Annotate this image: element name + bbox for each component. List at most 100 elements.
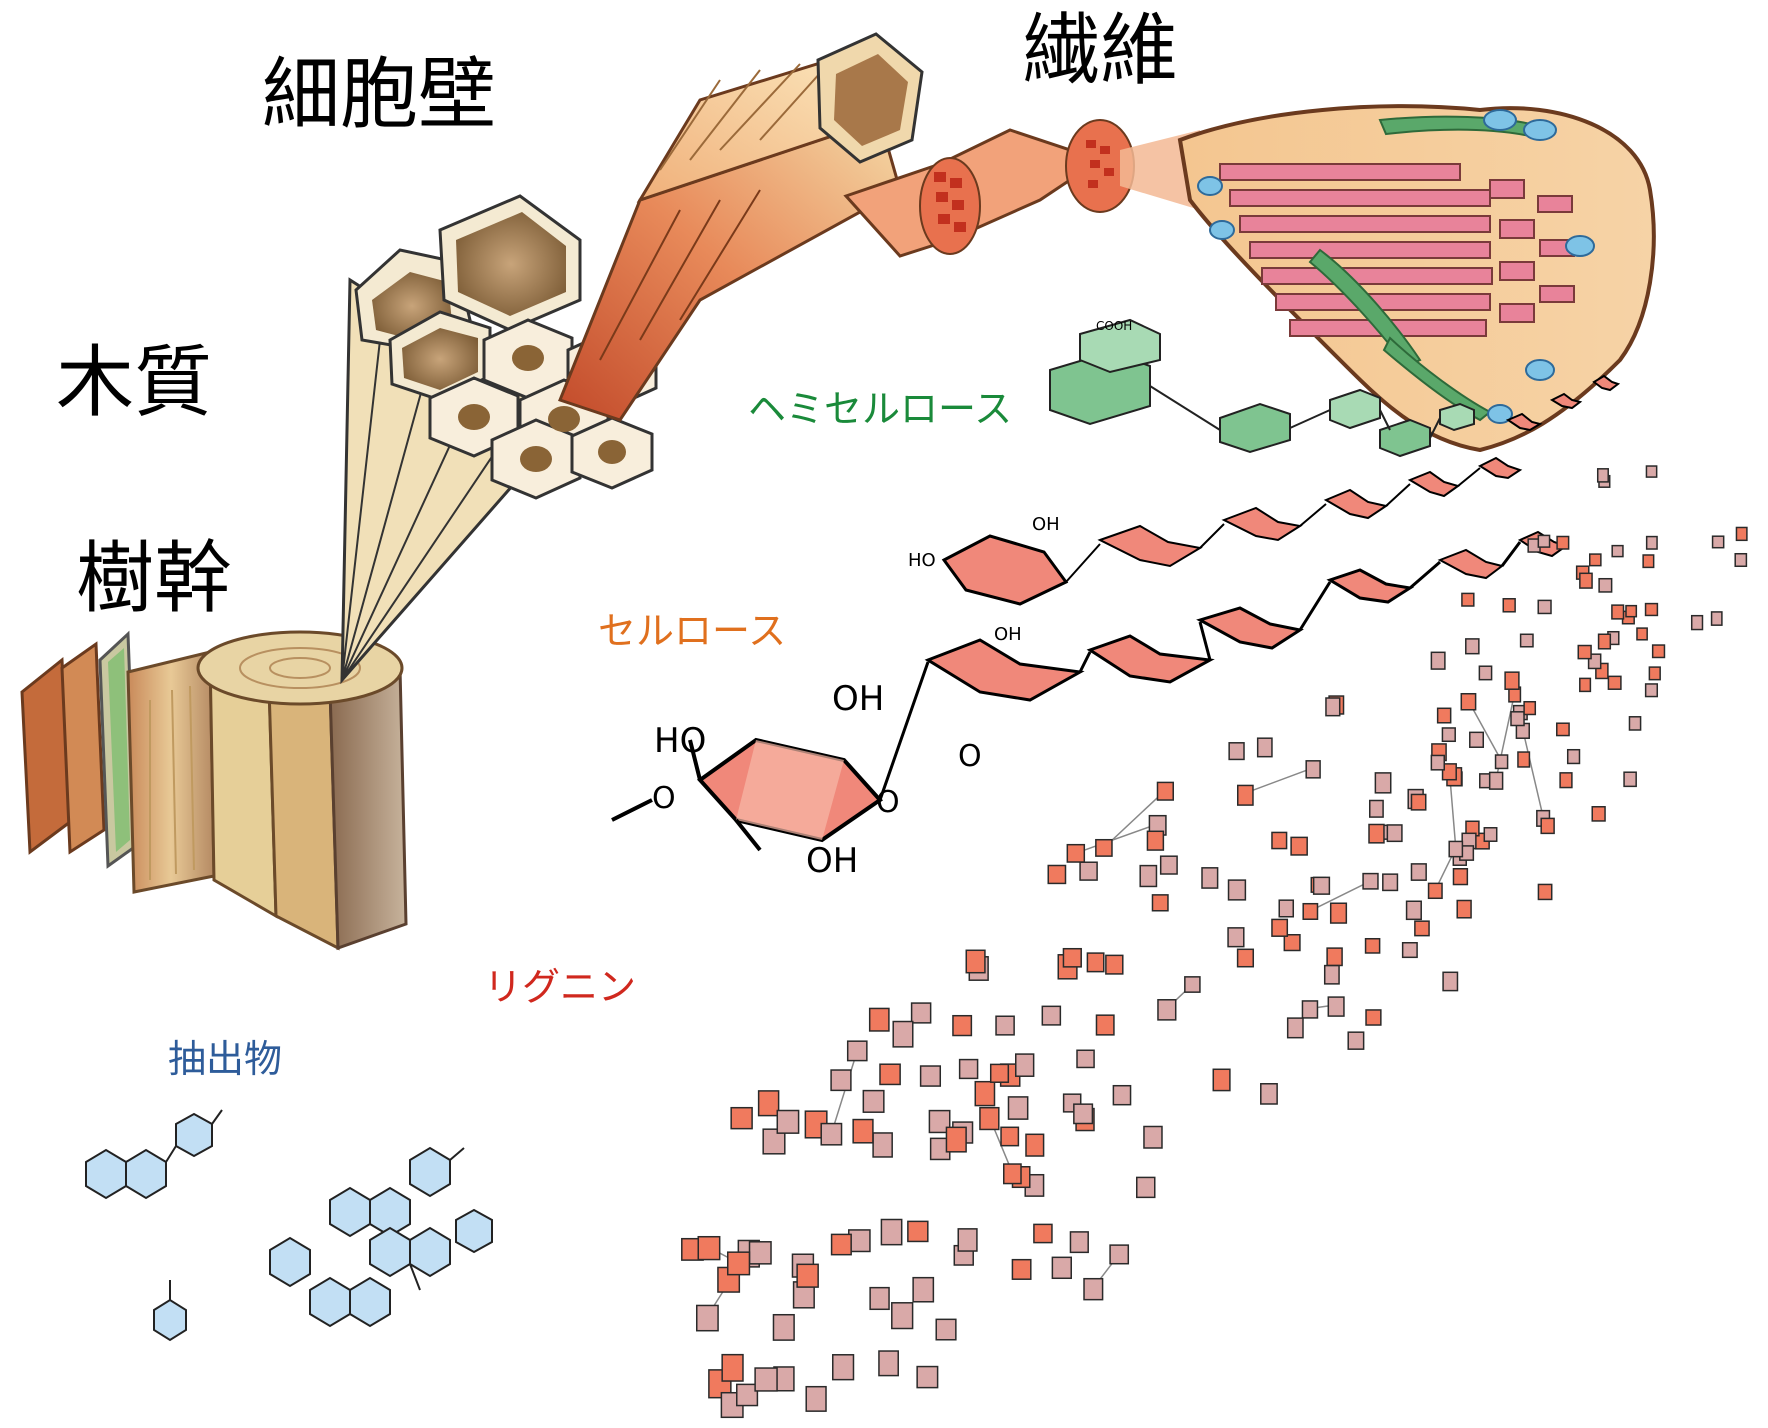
lignin-unit xyxy=(1591,806,1606,822)
lignin-unit xyxy=(1212,1068,1231,1092)
ho-label: HO xyxy=(654,721,706,761)
lignin-unit xyxy=(1079,861,1098,881)
lignin-unit xyxy=(1236,948,1255,968)
cell-wall-label: 細胞壁 xyxy=(262,50,497,140)
lignin-unit xyxy=(1644,602,1659,617)
lignin-unit xyxy=(1025,1133,1045,1157)
xylem-label: 木質 xyxy=(56,338,213,428)
cellulose-structure: OH HO OH O O O OH HO OH xyxy=(611,374,1621,881)
lignin-unit xyxy=(1537,883,1553,901)
lignin-unit xyxy=(1256,737,1273,758)
lignin-unit xyxy=(726,1251,751,1276)
lignin-unit xyxy=(1461,592,1475,607)
lignin-unit xyxy=(1073,1103,1094,1125)
lignin-bond xyxy=(1522,729,1544,818)
lignin-unit xyxy=(1003,1163,1022,1185)
lignin-unit xyxy=(1456,899,1472,919)
lignin-unit xyxy=(1596,468,1609,483)
lignin-structure xyxy=(681,465,1748,1419)
lignin-unit xyxy=(862,1089,885,1113)
oh-label-small-bottom: OH xyxy=(994,624,1022,645)
lignin-unit xyxy=(1369,799,1384,818)
lignin-unit xyxy=(1504,671,1520,690)
lignin-unit xyxy=(1374,772,1392,794)
lignin-unit xyxy=(1410,793,1427,811)
fiber-bundle xyxy=(1177,104,1656,453)
lignin-unit xyxy=(1628,716,1642,731)
ring-oxygen: O xyxy=(876,785,900,820)
lignin-unit xyxy=(695,1304,719,1332)
lignin-unit xyxy=(1483,827,1498,842)
lignin-unit xyxy=(1329,902,1348,924)
cooh-label: COOH xyxy=(1096,319,1132,333)
lignin-unit xyxy=(1095,1014,1115,1036)
lignin-unit xyxy=(1510,711,1525,727)
lignin-unit xyxy=(1579,572,1593,589)
lignin-unit xyxy=(1651,644,1666,659)
lignin-unit xyxy=(754,1367,778,1392)
lignin-unit xyxy=(1711,535,1725,549)
lignin-unit xyxy=(846,1040,868,1062)
lignin-unit xyxy=(892,1020,914,1048)
lignin-unit xyxy=(1648,666,1661,681)
lignin-unit xyxy=(796,1263,819,1288)
lignin-label: リグニン xyxy=(484,965,637,1009)
lignin-unit xyxy=(1011,1258,1032,1280)
lignin-unit xyxy=(1000,1126,1020,1147)
lignin-unit xyxy=(1095,838,1113,857)
hemicellulose-structure: COOH xyxy=(1049,318,1475,458)
lignin-bond xyxy=(1310,880,1371,912)
lignin-unit xyxy=(1347,1031,1365,1050)
lignin-bond xyxy=(830,1050,858,1134)
lignin-unit xyxy=(1636,627,1648,641)
lignin-unit xyxy=(1386,824,1403,843)
lignin-unit xyxy=(957,1228,978,1252)
trunk-illustration xyxy=(20,630,408,951)
lignin-unit xyxy=(1597,633,1612,650)
lignin-unit xyxy=(1076,1049,1095,1069)
lignin-unit xyxy=(916,1365,939,1389)
lignin-unit xyxy=(1066,843,1086,863)
lignin-unit xyxy=(1156,781,1174,801)
lignin-unit xyxy=(1642,554,1655,569)
lignin-unit xyxy=(891,1302,914,1330)
lignin-unit xyxy=(878,1350,899,1377)
lignin-unit xyxy=(1283,934,1301,952)
lignin-unit xyxy=(1062,947,1082,968)
lignin-unit xyxy=(974,1080,996,1107)
lignin-unit xyxy=(1623,771,1637,788)
lignin-unit xyxy=(1537,599,1552,615)
lignin-unit xyxy=(1201,867,1219,889)
lignin-unit xyxy=(1517,751,1531,768)
lignin-unit xyxy=(1556,535,1570,550)
lignin-unit xyxy=(1645,465,1658,478)
lignin-unit xyxy=(1109,1244,1130,1265)
lignin-unit xyxy=(1382,873,1399,892)
lignin-unit xyxy=(1414,920,1430,937)
lignin-unit xyxy=(958,1058,979,1080)
lignin-unit xyxy=(1735,526,1748,542)
lignin-unit xyxy=(989,1063,1010,1083)
lignin-unit xyxy=(736,1383,759,1407)
cellulose-label: セルロース xyxy=(598,609,787,653)
lignin-unit xyxy=(869,1286,890,1311)
lignin-unit xyxy=(1271,918,1289,937)
lignin-unit xyxy=(1227,927,1245,948)
lignin-unit xyxy=(907,1220,929,1243)
lignin-unit xyxy=(1405,900,1422,921)
ring-oxygen-left: O xyxy=(652,781,676,816)
oh-label-small: OH xyxy=(1032,514,1060,535)
lignin-unit xyxy=(1159,855,1178,875)
lignin-unit xyxy=(1598,577,1613,593)
lignin-unit xyxy=(1452,868,1469,886)
lignin-unit xyxy=(1625,604,1638,618)
lignin-unit xyxy=(1710,611,1723,626)
lignin-unit xyxy=(852,1118,874,1144)
lignin-unit xyxy=(1105,954,1124,975)
lignin-unit xyxy=(928,1109,951,1134)
lignin-unit xyxy=(1523,700,1537,716)
lignin-unit xyxy=(1537,534,1551,548)
lignin-bond xyxy=(1075,823,1158,854)
lignin-unit xyxy=(1260,1083,1278,1105)
lignin-bond xyxy=(1467,700,1503,762)
